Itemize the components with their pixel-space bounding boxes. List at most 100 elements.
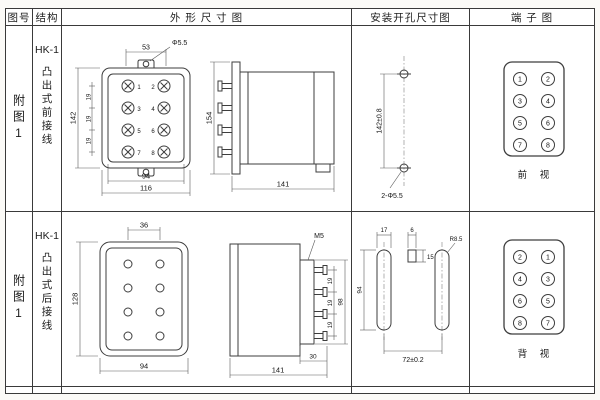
terminal-number: 6 (546, 121, 550, 128)
view-label: 背 视 (518, 348, 555, 360)
dimension-lines (380, 73, 402, 189)
outline-drawing-front-wiring: 1 2 3 4 5 6 7 8 (69, 40, 335, 196)
structure-label: 凸出式前接线 (40, 66, 53, 147)
terminal-number: 3 (137, 107, 141, 113)
dim-side-height: 154 (205, 112, 214, 125)
structure-cell: HK-1 凸出式前接线 (33, 26, 62, 212)
structure-label: 凸出式后接线 (40, 252, 53, 333)
terminal-number: 4 (518, 277, 522, 284)
terminal-numbers: 1 2 3 4 5 6 7 8 (518, 77, 550, 150)
terminal-number: 1 (546, 255, 550, 262)
terminal-circles (513, 250, 555, 330)
terminal-number: 5 (546, 299, 550, 306)
mounting-holes-drawing: 142±0.8 2-Φ5.5 (377, 56, 411, 200)
header-outline-dims: 外 形 尺 寸 图 (62, 9, 352, 26)
dim-pitch: 19 (328, 277, 334, 284)
terminal-number: 7 (546, 321, 550, 328)
terminal-diagram-cell: 2 1 4 3 6 5 8 7 背 视 (470, 212, 594, 387)
dim-height: 128 (71, 293, 80, 306)
figure-no-label: 附图1 (11, 274, 26, 324)
terminal-number: 4 (151, 107, 155, 113)
centerlines (383, 242, 443, 340)
terminal-diagram-back-view: 2 1 4 3 6 5 8 7 背 视 (503, 239, 565, 360)
dim-slot-length: 94 (357, 286, 364, 294)
dim-slot-spacing: 72±0.2 (402, 357, 423, 364)
dim-side-height: 98 (338, 298, 345, 306)
dim-inner-width: 94 (142, 172, 150, 181)
terminal-number: 1 (137, 85, 141, 91)
dim-notch-width: 6 (410, 228, 414, 234)
terminal-diagram-front-view: 1 2 3 4 5 6 7 8 前 视 (503, 61, 565, 181)
footer-strip-cell (6, 387, 33, 393)
terminal-number: 8 (518, 321, 522, 328)
header-terminal-diagram: 端 子 图 (470, 9, 594, 26)
model-label: HK-1 (35, 44, 59, 56)
dim-bottom-width: 94 (140, 362, 148, 371)
terminal-number: 8 (151, 151, 155, 157)
terminal-number: 1 (518, 77, 522, 84)
footer-strip-cell (33, 387, 62, 393)
outline-drawing-cell: 36 128 94 M5 19 19 19 98 30 141 (62, 212, 352, 387)
terminal-number: 3 (518, 99, 522, 106)
mounting-drawing-cell: 142±0.8 2-Φ5.5 (352, 26, 470, 212)
header-mounting-dims: 安装开孔尺寸图 (352, 9, 470, 26)
dim-block-depth: 30 (309, 354, 317, 361)
dim-side-depth: 141 (272, 366, 285, 375)
terminal-number: 7 (518, 143, 522, 150)
terminal-number: 6 (151, 129, 155, 135)
dim-radius: R8.5 (450, 237, 463, 243)
terminal-number: 2 (546, 77, 550, 84)
hole-callout: 2-Φ5.5 (381, 193, 403, 200)
cutout-slots (376, 249, 450, 331)
terminal-number: 3 (546, 277, 550, 284)
terminal-diagram-cell: 1 2 3 4 5 6 7 8 前 视 (470, 26, 594, 212)
dim-pitch: 19 (87, 115, 93, 122)
structure-cell: HK-1 凸出式后接线 (33, 212, 62, 387)
dimension-lines (76, 227, 348, 378)
panel-cutout-drawing: 17 6 15 R8.5 94 72±0.2 (357, 228, 463, 364)
relay-side-view (217, 61, 335, 175)
dim-hole-diameter: Φ5.5 (172, 40, 187, 47)
view-label: 前 视 (518, 169, 555, 181)
terminal-number: 5 (518, 121, 522, 128)
dimension-labels: 36 128 94 M5 19 19 19 98 30 141 (71, 221, 345, 375)
dim-slot-width: 17 (381, 228, 388, 234)
outline-drawing-cell: 1 2 3 4 5 6 7 8 (62, 26, 352, 212)
header-structure: 结构 (33, 9, 62, 26)
spec-table: 图号 结构 外 形 尺 寸 图 安装开孔尺寸图 端 子 图 附图1 HK-1 凸… (5, 8, 595, 394)
terminal-number: 5 (137, 129, 141, 135)
dim-hole-spacing: 142±0.8 (377, 108, 384, 133)
terminal-numbers: 2 1 4 3 6 5 8 7 (518, 255, 550, 328)
footer-strip-cell (62, 387, 352, 393)
outline-drawing-rear-wiring: 36 128 94 M5 19 19 19 98 30 141 (71, 221, 348, 378)
dim-top-width: 53 (142, 45, 150, 52)
terminal-screws (121, 79, 171, 159)
dim-pitch: 19 (87, 93, 93, 100)
screw-spec: M5 (314, 233, 324, 240)
figure-no-cell: 附图1 (6, 26, 33, 212)
dim-top-width: 36 (140, 221, 148, 230)
terminal-number: 8 (546, 143, 550, 150)
dim-height: 142 (69, 112, 78, 125)
dim-pitch: 19 (328, 299, 334, 306)
relay-side-view (229, 243, 328, 357)
footer-strip-cell (352, 387, 470, 393)
dimension-lines (360, 232, 456, 354)
mounting-drawing-cell: 17 6 15 R8.5 94 72±0.2 (352, 212, 470, 387)
figure-no-label: 附图1 (11, 93, 26, 144)
dim-notch-height: 15 (427, 255, 434, 261)
terminal-block-outline (503, 239, 565, 335)
dim-pitch: 19 (87, 137, 93, 144)
header-figure-no: 图号 (6, 9, 33, 26)
terminal-number: 6 (518, 299, 522, 306)
dimension-lines (75, 46, 335, 196)
terminal-numbers: 1 2 3 4 5 6 7 8 (137, 85, 155, 157)
dimension-labels: 53 Φ5.5 142 19 19 19 94 116 154 141 (69, 40, 290, 193)
dimension-labels: 17 6 15 R8.5 94 72±0.2 (357, 228, 463, 364)
terminal-number: 7 (137, 151, 141, 157)
dim-outer-width: 116 (140, 184, 152, 193)
dim-pitch: 19 (328, 321, 334, 328)
terminal-number: 2 (518, 255, 522, 262)
terminal-number: 4 (546, 99, 550, 106)
